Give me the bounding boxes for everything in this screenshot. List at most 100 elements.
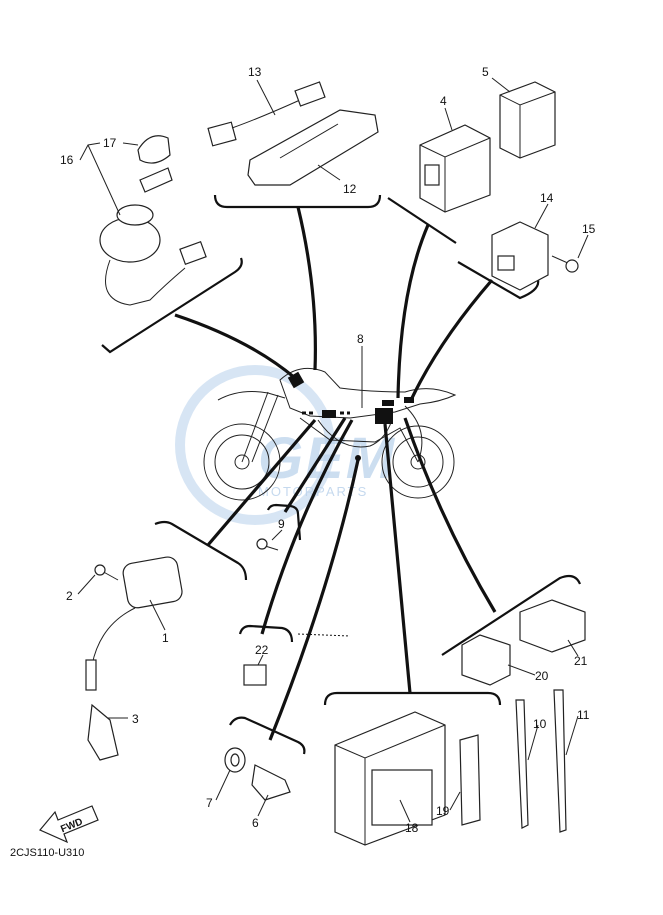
switch-cable [105,259,186,306]
ignition-switch-part [99,135,207,306]
harness-connector-b [294,81,326,107]
label-9: 9 [278,517,285,531]
flasher-part [491,221,579,291]
label-11: 11 [577,708,590,722]
coupler-20 [461,634,511,686]
harness-connector-a [207,121,237,147]
ignition-key [139,167,173,193]
bracket-cdi-4-5 [387,197,457,244]
tick-22 [257,654,264,666]
tick-5 [491,77,511,93]
bike-marker-coil [322,410,336,418]
coil-bolt-head [94,564,106,576]
flasher-socket [497,255,515,271]
label-18: 18 [405,821,419,835]
leader-battery [383,423,412,694]
cable-ties-part [515,689,567,833]
battery-edges [334,724,446,845]
coupler-21 [519,599,586,653]
motorcycle-outline [203,367,457,501]
label-22: 22 [255,643,269,657]
label-2: 2 [66,589,73,603]
cdi-socket [424,164,440,186]
clip-body [243,664,267,686]
plate-slot [279,123,339,159]
tick-14 [534,203,549,229]
leader-coil [206,418,317,547]
frame-lower [299,417,419,463]
callout-ticks [77,77,589,823]
tick-21 [567,639,579,657]
tick-19 [449,791,461,811]
cable-tie-10 [515,699,529,829]
bracket-coil-1-3 [154,520,248,581]
coil-lead [91,607,136,666]
leader-harness [296,206,317,371]
clip-22-part [243,664,267,686]
bracket-ignition-16-17 [101,257,243,354]
diagram-code: 2CJS110-U310 [10,847,84,859]
label-6: 6 [252,816,259,830]
switch-cap [137,135,171,164]
label-19: 19 [436,804,450,818]
coil-body [122,556,183,609]
watermark: GEM MOTORPARTS [175,365,396,525]
ignition-coil-part [85,556,183,761]
tick-18 [399,799,411,823]
bike-marker-cdi [382,400,394,406]
bracket-battery-18-19 [323,691,502,706]
rear-wheel-inner [392,436,444,488]
leader-clip [260,419,354,635]
front-fork [241,391,279,463]
leader-ignition [174,313,297,380]
label-12: 12 [343,182,357,196]
label-21: 21 [574,654,588,668]
harness-wire [231,99,301,129]
leader-dashed [297,633,351,637]
label-1: 1 [162,631,169,645]
tick-11 [565,715,579,756]
cdi-body [419,124,491,213]
label-20: 20 [535,669,549,683]
wire-harness-part [207,81,379,186]
tick-12 [317,164,341,181]
leader-cdi [396,224,430,399]
fwd-arrow-shape [39,805,99,844]
front-hub [234,454,250,470]
label-13: 13 [248,65,262,79]
mounting-plate [247,109,379,186]
label-8: 8 [357,332,364,346]
label-16: 16 [60,153,74,167]
tick-9 [271,529,283,541]
tick-6 [257,794,269,817]
neutral-switch-part [224,747,291,801]
leader-couplers [403,417,497,613]
flasher-body [491,221,549,291]
couplers-part [461,599,586,686]
battery-label [371,769,433,826]
label-10: 10 [533,717,547,731]
tick-15 [577,234,589,259]
cable-tie-11 [553,689,567,833]
bike-marker-battery [375,408,393,424]
coil-lead-end [85,659,97,691]
bike-marker-relay [404,397,414,403]
rear-wheel-outer [381,425,455,499]
bracket-neutral-switch-6-7 [229,716,306,755]
bolt-9-part [256,538,279,551]
relay-part [499,81,556,159]
leader-relay [410,278,494,399]
label-17: 17 [103,136,117,150]
part-labels: 13 12 4 5 14 15 17 16 8 9 2 1 3 22 7 6 1… [60,65,596,835]
bike-marker-switch [355,455,361,461]
bracket-clip-22 [238,624,294,643]
label-4: 4 [440,94,447,108]
neutral-switch-body [251,764,291,801]
watermark-brand: GEM [258,426,396,491]
leader-bolt [283,417,347,513]
battery-part [334,711,481,846]
front-wheel-inner [214,434,270,490]
fwd-arrow-icon: FWD [39,805,99,844]
